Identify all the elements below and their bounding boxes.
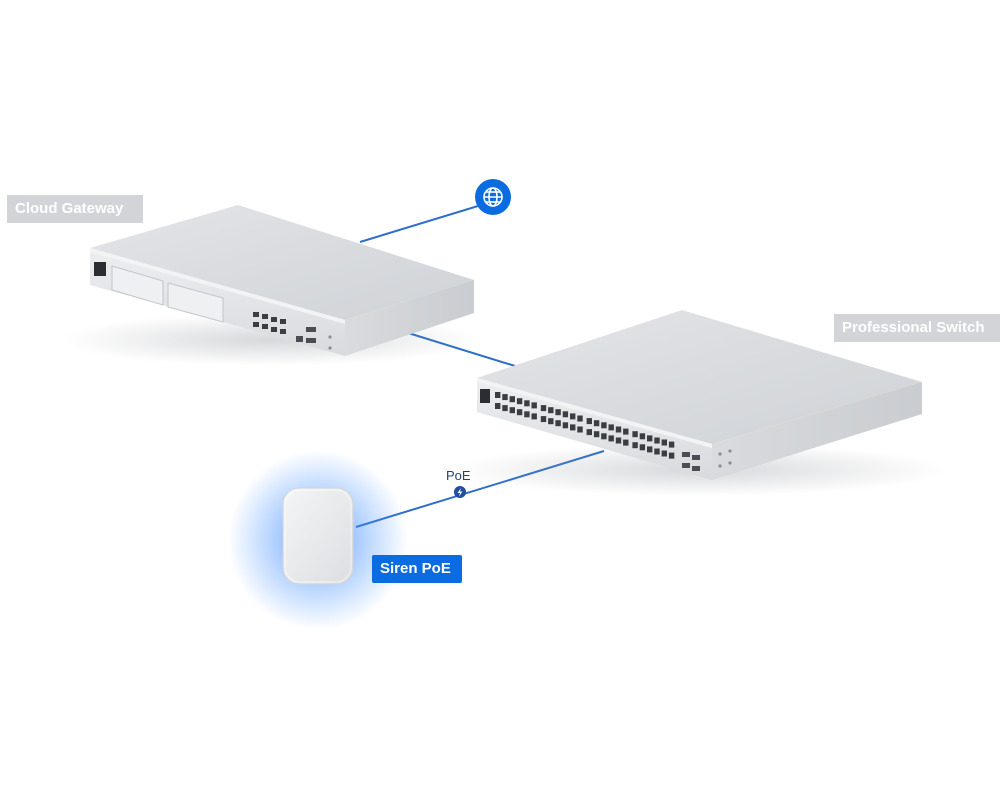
ethernet-port xyxy=(502,394,508,401)
ethernet-port xyxy=(668,452,675,459)
siren-poe-label: Siren PoE xyxy=(372,555,462,583)
cloud-gateway-device xyxy=(60,205,480,366)
ethernet-port xyxy=(586,418,592,425)
ethernet-port xyxy=(623,439,629,446)
drive-bay xyxy=(111,265,164,306)
sfp-port xyxy=(682,463,690,468)
ethernet-port xyxy=(495,392,501,398)
ethernet-ports xyxy=(253,312,286,334)
ethernet-port xyxy=(639,444,646,451)
siren-poe-device xyxy=(228,450,408,630)
ethernet-port xyxy=(495,403,501,409)
ethernet-port xyxy=(540,416,547,423)
ethernet-port xyxy=(531,402,537,409)
sfp-port xyxy=(692,466,700,471)
ethernet-port xyxy=(548,407,554,414)
ethernet-port xyxy=(601,422,607,429)
sfp-ports xyxy=(296,327,316,343)
power-port xyxy=(480,389,490,403)
ethernet-port xyxy=(654,448,660,455)
ethernet-port xyxy=(632,442,638,449)
power-port xyxy=(94,262,106,276)
ethernet-port xyxy=(577,426,583,433)
ethernet-port xyxy=(593,420,600,427)
professional-switch-device xyxy=(450,310,950,496)
ethernet-port xyxy=(555,420,561,427)
ethernet-port xyxy=(555,409,561,416)
ethernet-port xyxy=(548,418,554,425)
ethernet-port xyxy=(540,405,547,412)
ethernet-port xyxy=(632,431,638,438)
ethernet-port xyxy=(531,413,537,420)
ethernet-port xyxy=(509,407,515,414)
ethernet-port xyxy=(608,435,614,442)
ethernet-port xyxy=(570,413,576,420)
sfp-ports xyxy=(682,452,700,471)
ethernet-port xyxy=(668,441,675,448)
ethernet-port xyxy=(502,405,508,412)
ethernet-port xyxy=(577,415,583,422)
cloud-gateway-label: Cloud Gateway xyxy=(7,195,143,223)
ethernet-ports xyxy=(495,392,675,459)
ethernet-port xyxy=(593,431,600,438)
ethernet-port xyxy=(516,409,523,416)
sfp-port xyxy=(692,455,700,460)
ethernet-port xyxy=(524,400,530,407)
internet-link xyxy=(359,205,479,243)
ethernet-port xyxy=(601,433,607,440)
sfp-port xyxy=(682,452,690,457)
ethernet-port xyxy=(661,450,667,457)
professional-switch-label: Professional Switch xyxy=(834,314,1000,342)
ethernet-port xyxy=(516,398,523,405)
ethernet-port xyxy=(661,439,667,446)
ethernet-port xyxy=(586,429,592,436)
ethernet-port xyxy=(615,437,622,444)
ethernet-port xyxy=(562,422,569,429)
ethernet-port xyxy=(639,433,646,440)
ethernet-port xyxy=(562,411,569,418)
globe-icon xyxy=(475,179,511,215)
ethernet-port xyxy=(615,426,622,433)
poe-dot-icon xyxy=(454,486,466,498)
ethernet-port xyxy=(647,435,653,442)
ethernet-port xyxy=(509,396,515,403)
ethernet-port xyxy=(654,437,660,444)
ethernet-port xyxy=(647,446,653,453)
ethernet-port xyxy=(570,424,576,431)
poe-link-label: PoE xyxy=(446,468,471,483)
ethernet-port xyxy=(524,411,530,418)
drive-bay xyxy=(167,282,224,323)
ethernet-port xyxy=(623,428,629,435)
ethernet-port xyxy=(608,424,614,431)
